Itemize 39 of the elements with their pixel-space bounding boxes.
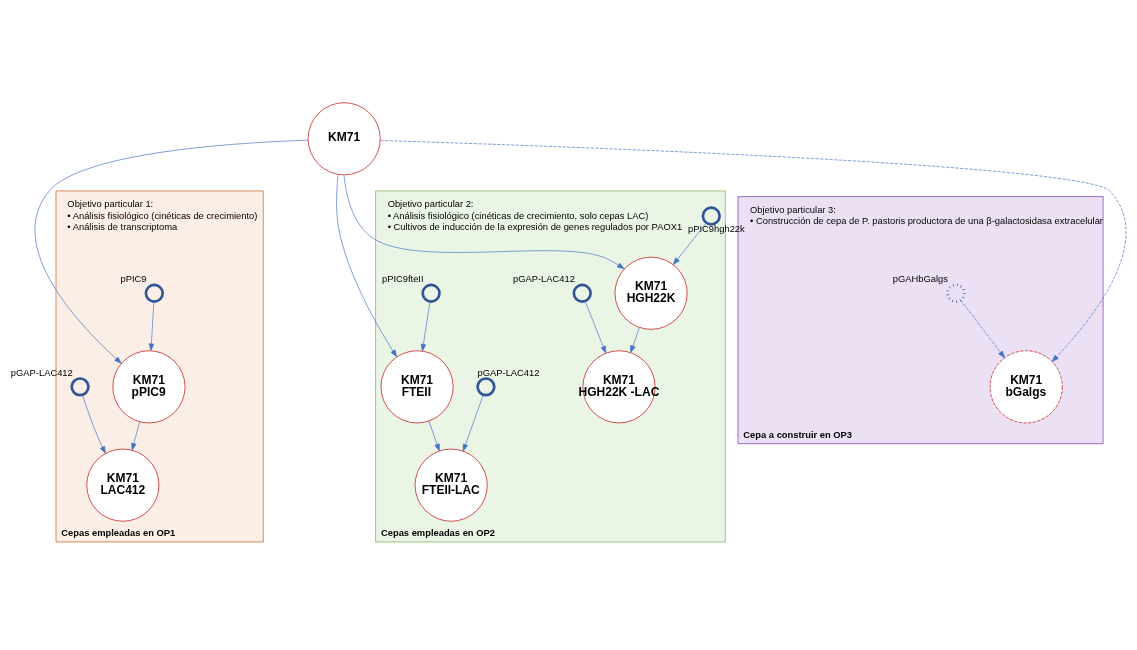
node-label: Objetivo particular 2:: [387, 199, 474, 210]
node-label: pPIC9fteII: [381, 274, 424, 285]
arrow: [131, 421, 140, 451]
node-circle: KM71: [307, 102, 381, 176]
node-circle: KM71 FTEII-LAC: [414, 448, 488, 522]
arrow: [343, 174, 625, 270]
node-circle: [144, 283, 164, 303]
arrow: [82, 394, 106, 454]
arrow: [148, 301, 155, 351]
arrow: [960, 299, 1005, 359]
node-circle: KM71 LAC412: [86, 448, 160, 522]
node-label: pPIC9hgh22k: [688, 223, 745, 234]
node-label: pGAP-LAC412: [477, 367, 540, 378]
node-label: pPIC9: [120, 274, 147, 285]
arrow: [630, 327, 640, 353]
arrow: [673, 222, 707, 265]
node-circle: [946, 283, 966, 303]
arrow: [420, 301, 431, 352]
arrow: [336, 174, 397, 358]
node-label: • Análisis fisiológico (cinéticas de crecimiento, solo cepas LAC): [387, 210, 649, 221]
node-label: • Construcción de cepa de P. pastoris productora de una β-galactosidasa extracelular: [750, 216, 1103, 227]
node-label: • Análisis fisiológico (cinéticas de crecimiento): [67, 210, 258, 221]
node-circle: [70, 377, 90, 397]
arrow: [428, 420, 440, 452]
node-label: Objetivo particular 3:: [750, 204, 836, 215]
arrow: [584, 300, 607, 354]
arrow: [462, 394, 484, 452]
node-label: Objetivo particular 1:: [67, 199, 154, 210]
node-label: • Análisis de transcriptoma: [67, 222, 178, 233]
node-label: pGAP-LAC412: [10, 367, 73, 378]
node-circle: [572, 283, 592, 303]
node-label: pGAHbGalgs: [892, 274, 948, 285]
node-label: • Cultivos de inducción de la expresión de genes regulados por PAOX1: [387, 222, 683, 233]
arrow: [379, 140, 1127, 362]
node-circle: [421, 283, 441, 303]
node-label: pGAP-LAC412: [513, 274, 575, 285]
node-circle: [701, 206, 721, 226]
node-circle: [476, 377, 496, 397]
arrow: [34, 139, 309, 364]
